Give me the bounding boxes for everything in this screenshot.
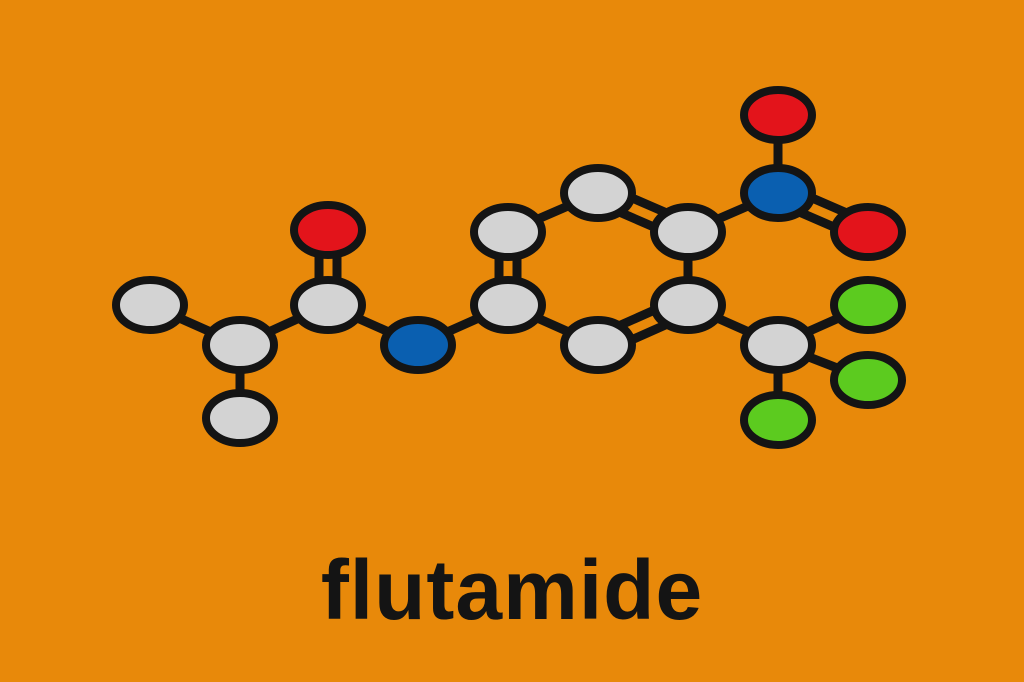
atom-carbon-c_carbonyl — [290, 276, 366, 334]
atom-carbon-c_ring_2 — [470, 203, 546, 261]
atom-oxygen-o_nitro_top — [740, 86, 816, 144]
atom-carbon-c_ring_5 — [650, 276, 726, 334]
compound-name: flutamide — [320, 543, 704, 637]
atom-nitrogen-n_nitro — [740, 164, 816, 222]
atom-carbon-c_ring_3 — [560, 164, 636, 222]
atom-oxygen-o_carbonyl — [290, 201, 366, 259]
atom-carbon-c_ring_1 — [470, 276, 546, 334]
atom-carbon-c_cf3 — [740, 316, 816, 374]
atom-fluorine-f_right — [830, 351, 906, 409]
atom-carbon-c_ring_6 — [560, 316, 636, 374]
atom-carbon-c_ch — [202, 316, 278, 374]
atom-fluorine-f_bottom — [740, 391, 816, 449]
atom-nitrogen-n_amide — [380, 316, 456, 374]
atom-carbon-c_ring_4 — [650, 203, 726, 261]
atom-layer — [112, 86, 906, 449]
atom-fluorine-f_top — [830, 276, 906, 334]
atom-carbon-c_methyl_top — [112, 276, 188, 334]
atom-oxygen-o_nitro_right — [830, 203, 906, 261]
bond-layer — [145, 110, 877, 425]
atom-carbon-c_methyl_bottom — [202, 389, 278, 447]
